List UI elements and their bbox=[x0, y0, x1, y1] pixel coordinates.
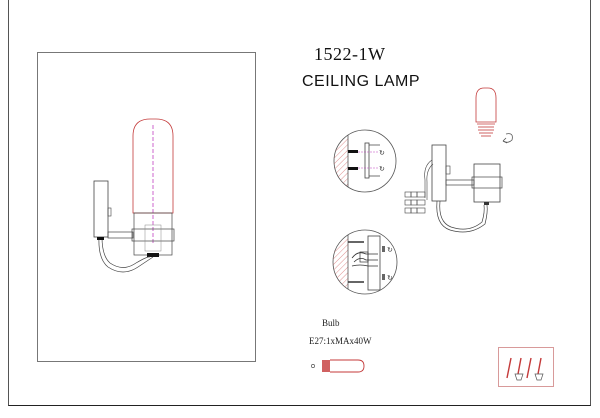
product-type: CEILING LAMP bbox=[302, 73, 421, 90]
bulb-label: Bulb bbox=[322, 318, 340, 328]
small-bulb-icon bbox=[311, 359, 365, 373]
drawing-frame bbox=[8, 0, 591, 406]
svg-text:↻: ↻ bbox=[379, 165, 385, 173]
wire-connection-detail-icon: ↻ ↻ bbox=[332, 229, 398, 295]
model-number: 1522-1W bbox=[314, 44, 386, 64]
wall-lamp-preview-icon bbox=[93, 118, 175, 273]
bulb-spec: E27:1xMAx40W bbox=[309, 336, 372, 346]
svg-text:↻: ↻ bbox=[387, 274, 393, 282]
screws-icon bbox=[506, 357, 544, 381]
wall-anchor-detail-icon: ↻ ↻ bbox=[333, 129, 397, 193]
svg-text:↻: ↻ bbox=[379, 149, 385, 157]
lamp-preview-panel bbox=[37, 52, 256, 362]
screws-box bbox=[498, 347, 554, 387]
bulb-install-icon bbox=[475, 87, 513, 144]
svg-text:↻: ↻ bbox=[387, 246, 393, 254]
lamp-assembly-icon bbox=[404, 144, 503, 233]
